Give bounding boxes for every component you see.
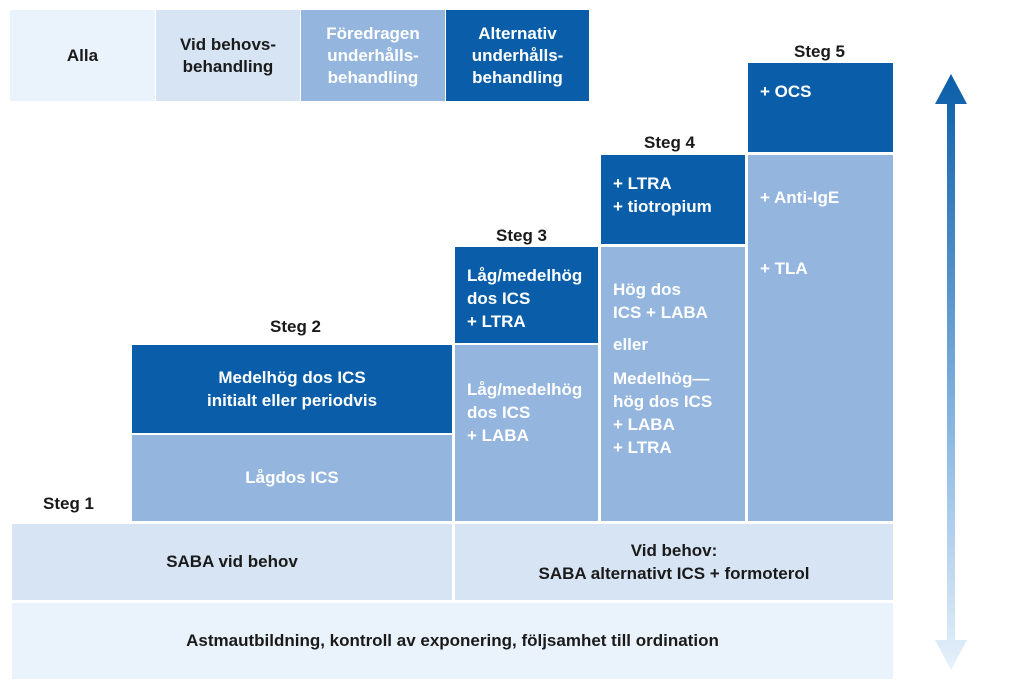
reliever-right-label: Vid behov: SABA alternativt ICS + formot…: [538, 541, 810, 583]
step-4-label: Steg 4: [644, 133, 696, 152]
step3-alternative: Låg/medelhög dos ICS + LTRA: [455, 247, 598, 343]
reliever-left-label: SABA vid behov: [166, 552, 298, 571]
step5-preferred-option-a: + Anti-IgE: [760, 188, 840, 207]
step-1-label: Steg 1: [43, 494, 95, 513]
step2-alternative-label: Medelhög dos ICS initialt eller periodvi…: [206, 368, 378, 410]
step4-preferred: Hög dos ICS + LABA eller Medelhög— hög d…: [601, 247, 745, 521]
step-2-label: Steg 2: [270, 317, 322, 336]
step4-preferred-option-a: Hög dos ICS + LABA: [613, 280, 708, 322]
step4-alternative-label: + LTRA + tiotropium: [613, 174, 712, 216]
legend-all: Alla: [10, 10, 155, 101]
step5-preferred-option-b: + TLA: [760, 259, 808, 278]
step5-alternative-label: + OCS: [760, 82, 812, 101]
legend-preferred: Föredragen underhålls- behandling: [301, 10, 445, 101]
step5-preferred: + Anti-IgE + TLA: [748, 155, 893, 521]
step3-preferred-label: Låg/medelhög dos ICS + LABA: [467, 380, 583, 445]
legend-preferred-label: Föredragen underhålls- behandling: [326, 23, 420, 87]
step3-preferred: Låg/medelhög dos ICS + LABA: [455, 345, 598, 521]
base-label: Astmautbildning, kontroll av exponering,…: [186, 631, 719, 650]
step2-alternative: Medelhög dos ICS initialt eller periodvi…: [132, 345, 452, 433]
base-education-row: Astmautbildning, kontroll av exponering,…: [12, 603, 893, 679]
up-down-arrow-icon: [935, 74, 967, 670]
step4-preferred-option-b: Medelhög— hög dos ICS + LABA + LTRA: [613, 369, 713, 457]
legend-alternative-label: Alternativ underhålls- behandling: [471, 23, 564, 87]
step-3-label: Steg 3: [496, 226, 548, 245]
step2-preferred-label: Lågdos ICS: [245, 468, 339, 487]
step-5-label: Steg 5: [794, 42, 846, 61]
step4-alternative: + LTRA + tiotropium: [601, 155, 745, 244]
reliever-steps-3-5: Vid behov: SABA alternativt ICS + formot…: [455, 524, 893, 600]
legend-alternative: Alternativ underhålls- behandling: [446, 10, 589, 101]
step2-preferred: Lågdos ICS: [132, 435, 452, 521]
reliever-steps-1-2: SABA vid behov: [12, 524, 452, 600]
legend-as-needed-label: Vid behovs- behandling: [179, 34, 277, 76]
step5-alternative: + OCS: [748, 63, 893, 152]
legend-as-needed: Vid behovs- behandling: [156, 10, 300, 101]
step3-alternative-label: Låg/medelhög dos ICS + LTRA: [467, 266, 583, 331]
legend-all-label: Alla: [66, 45, 99, 65]
step4-preferred-or: eller: [613, 335, 648, 354]
